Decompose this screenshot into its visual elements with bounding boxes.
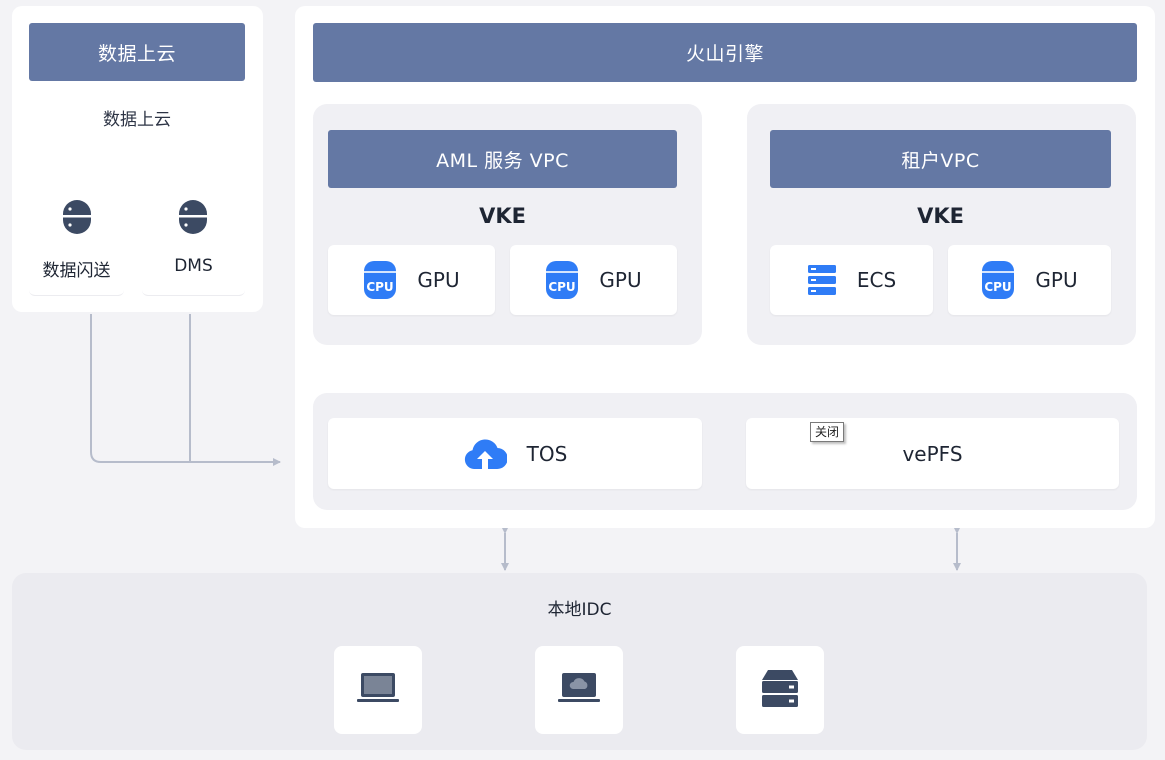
laptop-icon xyxy=(357,671,399,709)
tenant-vke-label: VKE xyxy=(917,204,964,228)
tenant-gpu-node[interactable]: CPU GPU xyxy=(948,245,1111,315)
data-migration-item-label: DMS xyxy=(174,256,213,276)
tos-storage[interactable]: TOS xyxy=(328,418,702,489)
local-idc-title: 本地IDC xyxy=(547,600,612,620)
cpu-chip-icon: CPU xyxy=(363,260,397,300)
cloud-upload-icon xyxy=(463,437,507,471)
svg-text:CPU: CPU xyxy=(985,280,1012,294)
storage-label: vePFS xyxy=(902,441,963,466)
aml-gpu-node[interactable]: CPU GPU xyxy=(510,245,677,315)
data-migration-item-label: 数据闪送 xyxy=(42,261,111,281)
node-label: GPU xyxy=(599,268,642,292)
tenant-vpc-header: 租户VPC xyxy=(770,130,1111,188)
aml-vpc-panel: AML 服务 VPC VKE CPU GPU CPU GPU xyxy=(313,104,702,345)
cpu-chip-icon: CPU xyxy=(545,260,579,300)
server-drive-icon xyxy=(760,668,800,712)
svg-text:CPU: CPU xyxy=(549,280,576,294)
tenant-ecs-node[interactable]: ECS xyxy=(770,245,933,315)
vepfs-storage[interactable]: vePFS xyxy=(746,418,1119,489)
node-label: GPU xyxy=(417,268,460,292)
svg-text:CPU: CPU xyxy=(367,280,394,294)
close-tooltip[interactable]: 关闭 xyxy=(810,422,845,442)
data-migration-panel: 数据上云 数据上云 数据闪送 DMS xyxy=(12,6,263,312)
storage-label: TOS xyxy=(526,441,568,466)
cpu-chip-icon: CPU xyxy=(981,260,1015,300)
data-migration-item-flash[interactable]: 数据闪送 xyxy=(29,186,124,296)
data-migration-header: 数据上云 xyxy=(29,23,245,81)
database-icon xyxy=(177,198,209,240)
volcano-engine-header: 火山引擎 xyxy=(313,23,1137,82)
node-label: ECS xyxy=(856,268,897,292)
migration-connector xyxy=(90,314,281,466)
aml-vke-label: VKE xyxy=(479,204,526,228)
server-stack-icon xyxy=(807,264,837,296)
cloud-laptop-icon xyxy=(558,671,600,709)
data-migration-subtitle: 数据上云 xyxy=(103,110,171,130)
data-migration-item-dms[interactable]: DMS xyxy=(142,186,245,296)
database-icon xyxy=(61,198,93,240)
aml-gpu-node[interactable]: CPU GPU xyxy=(328,245,495,315)
idc-cloud-laptop-device[interactable] xyxy=(535,646,623,734)
storage-panel: TOS vePFS xyxy=(313,393,1137,510)
local-idc-panel: 本地IDC xyxy=(12,573,1147,750)
idc-laptop-device[interactable] xyxy=(334,646,422,734)
idc-server-device[interactable] xyxy=(736,646,824,734)
aml-vpc-header: AML 服务 VPC xyxy=(328,130,677,188)
tenant-vpc-panel: 租户VPC VKE ECS CPU GPU xyxy=(747,104,1136,345)
node-label: GPU xyxy=(1035,268,1078,292)
